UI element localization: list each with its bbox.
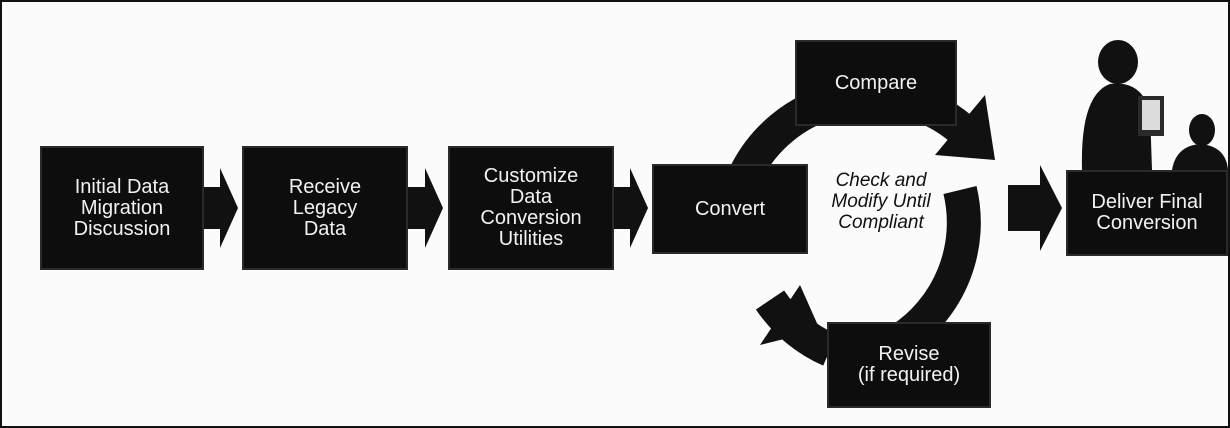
step-label: Receive Legacy Data bbox=[288, 175, 362, 240]
cycle-arrowhead-revise bbox=[760, 285, 820, 345]
arrow-step1-to-step2 bbox=[202, 168, 238, 248]
step-revise: Revise (if required) bbox=[827, 322, 991, 408]
arrow-step2-to-step3 bbox=[407, 168, 443, 248]
step-label: Revise (if required) bbox=[857, 343, 961, 386]
arrow-cycle-to-deliver bbox=[1008, 165, 1062, 251]
step-convert: Convert bbox=[652, 164, 808, 254]
step-label: Convert bbox=[694, 197, 766, 220]
step-deliver-final-conversion: Deliver Final Conversion bbox=[1066, 170, 1228, 256]
step-label: Deliver Final Conversion bbox=[1091, 191, 1203, 234]
step-receive-legacy-data: Receive Legacy Data bbox=[242, 146, 408, 270]
cycle-label: Check and Modify Until Compliant bbox=[831, 170, 931, 233]
step-initial-data-migration-discussion: Initial Data Migration Discussion bbox=[40, 146, 204, 270]
step-label: Customize Data Conversion Utilities bbox=[480, 165, 582, 250]
arrow-step3-to-convert bbox=[612, 168, 648, 248]
step-label: Initial Data Migration Discussion bbox=[73, 175, 171, 240]
step-label: Compare bbox=[834, 71, 918, 94]
cycle-arrowhead-compare bbox=[935, 95, 995, 160]
step-customize-data-conversion-utilities: Customize Data Conversion Utilities bbox=[448, 146, 614, 270]
step-compare: Compare bbox=[795, 40, 957, 126]
people-working-icon bbox=[1081, 40, 1228, 170]
